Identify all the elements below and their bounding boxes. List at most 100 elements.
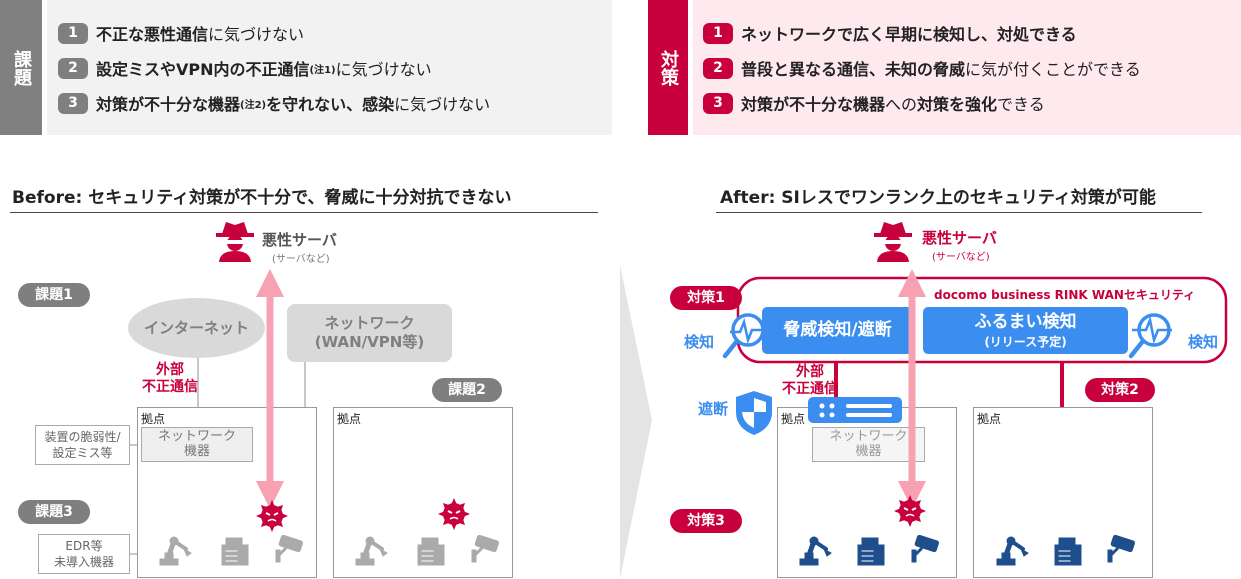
site-label: 拠点 [141, 412, 166, 426]
measure-text: に気が付くことができる [965, 60, 1141, 79]
printer-icon [1054, 537, 1082, 566]
printer-icon [417, 537, 445, 566]
printer-icon [857, 537, 885, 566]
edr-note: EDR等未導入機器 [38, 534, 130, 574]
issue-bold: 不正な悪性通信 [96, 25, 209, 44]
behavior-detection-box: ふるまい検知 (リリース予定) [923, 307, 1128, 354]
netdev-label: ネットワーク [157, 429, 236, 444]
virus-icon [893, 494, 927, 528]
measure-text: できる [997, 95, 1045, 114]
attack-line2: 不正通信 [782, 381, 838, 397]
note-line: 未導入機器 [53, 555, 114, 569]
issue2-badge: 課題2 [432, 378, 502, 402]
network-device: ネットワーク機器 [141, 427, 253, 462]
measure-bold: ネットワークで広く早期に検知し、対処できる [741, 25, 1077, 44]
measure-text: への [885, 95, 918, 114]
threat-detection-block-box: 脅威検知/遮断 [762, 307, 913, 354]
internet-cloud: インターネット [128, 298, 265, 358]
measure-item: 1 ネットワークで広く早期に検知し、対処できる [703, 21, 1077, 45]
measure-number: 3 [703, 92, 733, 114]
detect-label: 検知 [1188, 333, 1219, 351]
hacker-icon [874, 222, 912, 262]
issue1-badge: 課題1 [18, 283, 90, 307]
netdev-label: 機器 [183, 444, 210, 459]
robot-arm-icon [356, 537, 387, 565]
wan-network: ネットワーク(WAN/VPN等) [287, 304, 452, 362]
malicious-server-label: 悪性サーバ [922, 229, 997, 247]
vulnerability-note: 装置の脆弱性/設定ミス等 [35, 425, 130, 465]
issue-text: に気づけない [394, 95, 491, 114]
issue-item: 1 不正な悪性通信に気づけない [58, 21, 304, 45]
magnifier-pulse-icon [1128, 313, 1172, 359]
measure1-badge: 対策1 [670, 286, 742, 310]
issues-label: 課題 [0, 0, 42, 135]
box-label: ふるまい検知 [974, 312, 1077, 332]
magnifier-pulse-icon [722, 313, 766, 359]
after-title: After: SIレスでワンランク上のセキュリティ対策が可能 [720, 188, 1156, 208]
detect-label: 検知 [684, 333, 715, 351]
issue-bold: 設定ミスやVPN内の不正通信 [96, 60, 310, 79]
transition-chevron [620, 265, 652, 579]
issues-label-text: 課題 [11, 49, 32, 86]
netdev-label: 機器 [855, 444, 882, 459]
before-title: Before: セキュリティ対策が不十分で、脅威に十分対抗できない [12, 188, 512, 208]
robot-arm-icon [997, 537, 1028, 565]
measure3-badge: 対策3 [670, 509, 742, 533]
external-attack-label: 外部不正通信 [140, 362, 200, 396]
internet-label: インターネット [143, 319, 249, 337]
shield-icon [736, 391, 772, 435]
camera-icon [910, 533, 941, 564]
attack-line1: 外部 [156, 362, 184, 378]
server-sub-label: (サーバなど) [932, 252, 990, 263]
issue-bold: を守れない、感染 [266, 95, 395, 114]
note-line: EDR等 [65, 539, 103, 553]
camera-icon [274, 533, 305, 564]
hacker-icon [216, 222, 254, 262]
robot-arm-icon [800, 537, 831, 565]
site-label: 拠点 [977, 412, 1002, 426]
measure-bold: 対策が不十分な機器 [741, 95, 886, 114]
issue3-badge: 課題3 [18, 500, 90, 524]
printer-icon [221, 537, 249, 566]
note-line: 設定ミス等 [52, 446, 113, 460]
measure-number: 1 [703, 22, 733, 44]
robot-arm-icon [160, 537, 191, 565]
block-label: 遮断 [698, 400, 729, 418]
service-name: docomo business RINK WANセキュリティ [934, 288, 1196, 302]
site-label: 拠点 [781, 412, 806, 426]
note-line: 装置の脆弱性/ [44, 430, 121, 444]
attack-line1: 外部 [796, 364, 824, 380]
camera-icon [1106, 533, 1137, 564]
issue-text: に気づけない [208, 25, 305, 44]
wan-sub-label: (WAN/VPN等) [314, 333, 425, 351]
measure2-badge: 対策2 [1085, 378, 1155, 402]
measures-label: 対策 [648, 0, 688, 135]
measure-bold: 対策を強化 [917, 95, 998, 114]
footnote: (注1) [309, 64, 336, 76]
issue-item: 2 設定ミスやVPN内の不正通信(注1) に気づけない [58, 56, 432, 80]
issue-number: 1 [58, 22, 88, 44]
virus-icon [255, 499, 289, 533]
divider [10, 212, 598, 213]
box-sub-label: (リリース予定) [984, 335, 1067, 349]
issues-panel [47, 0, 612, 135]
virus-icon [437, 497, 471, 531]
issue-text: に気づけない [335, 60, 432, 79]
measures-label-text: 対策 [658, 49, 679, 86]
measures-panel [693, 0, 1241, 135]
external-attack-label: 外部不正通信 [778, 364, 842, 398]
malicious-server-label: 悪性サーバ [262, 231, 337, 249]
measure-item: 3 対策が不十分な機器への対策を強化できる [703, 91, 1045, 115]
divider [716, 212, 1202, 213]
server-sub-label: (サーバなど) [272, 254, 330, 265]
issue-number: 2 [58, 57, 88, 79]
issue-number: 3 [58, 92, 88, 114]
security-appliance-icon [808, 397, 902, 423]
site-label: 拠点 [337, 412, 362, 426]
camera-icon [470, 533, 501, 564]
issue-bold: 対策が不十分な機器 [96, 95, 241, 114]
measure-number: 2 [703, 57, 733, 79]
